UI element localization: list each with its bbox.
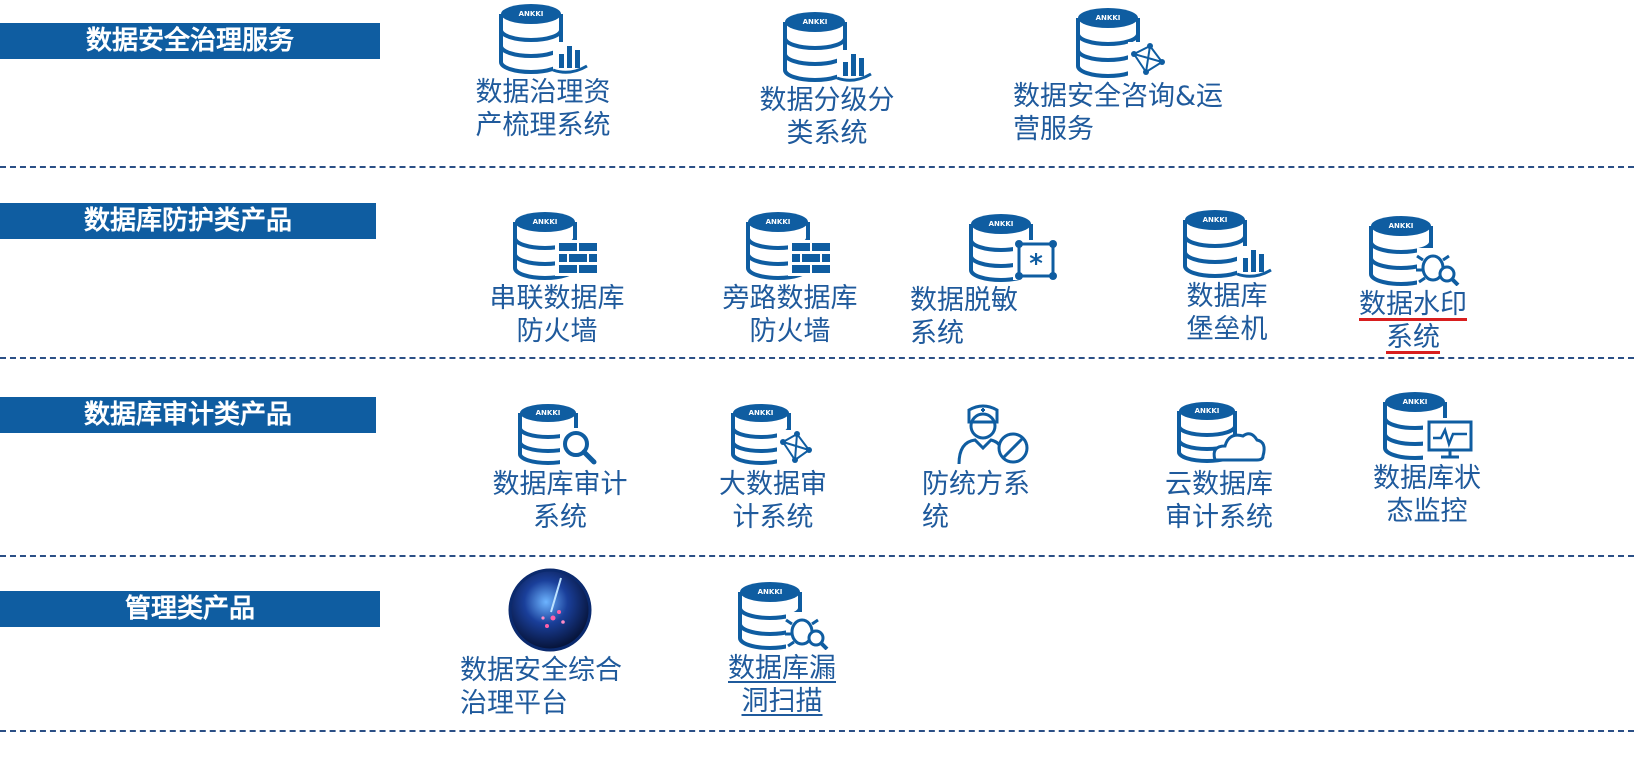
- db-bar-chart-icon: ANKKI: [1183, 210, 1275, 278]
- doctor-pill-icon: [957, 404, 1029, 465]
- category-label-management: 管理类产品: [0, 591, 380, 627]
- product-name: 数据库审计系统: [492, 469, 628, 533]
- db-bug-scan-icon: ANKKI: [1369, 216, 1461, 286]
- category-label-governance: 数据安全治理服务: [0, 23, 380, 59]
- product-name: 防统方系统: [922, 469, 1030, 533]
- divider: [0, 730, 1634, 732]
- product-item[interactable]: ANKKI * 数据脱敏系统: [898, 212, 1128, 350]
- db-mask-icon: ANKKI *: [969, 214, 1059, 282]
- product-name: 旁路数据库防火墙: [722, 283, 858, 347]
- db-search-icon: ANKKI: [518, 404, 600, 466]
- product-item[interactable]: ANKKI 数据分级分类系统: [712, 10, 942, 150]
- db-cloud-icon: ANKKI: [1177, 402, 1266, 463]
- product-item[interactable]: ANKKI 数据库状态监控: [1312, 390, 1542, 528]
- product-name: 数据库堡垒机: [1186, 281, 1268, 345]
- db-monitor-icon: ANKKI: [1383, 392, 1475, 460]
- db-bar-chart-icon: ANKKI: [499, 4, 591, 74]
- divider: [0, 357, 1634, 359]
- db-bar-chart-icon: ANKKI: [783, 12, 875, 82]
- product-item[interactable]: ANKKI 数据水印系统: [1298, 214, 1528, 354]
- product-name: 数据库状态监控: [1373, 463, 1481, 527]
- product-item[interactable]: 数据安全综合治理平台: [450, 568, 650, 720]
- product-item[interactable]: ANKKI 数据安全咨询&运营服务: [985, 6, 1255, 146]
- product-name: 数据安全综合治理平台: [460, 655, 622, 719]
- db-firewall-icon: ANKKI: [513, 212, 601, 280]
- product-item[interactable]: ANKKI 数据库堡垒机: [1112, 208, 1342, 346]
- product-name: 数据水印系统: [1359, 289, 1467, 353]
- brand-text: ANKKI: [803, 18, 828, 26]
- product-item[interactable]: ANKKI 大数据审计系统: [658, 402, 888, 534]
- product-item[interactable]: 防统方系统: [880, 402, 1110, 534]
- product-name: 数据治理资产梳理系统: [475, 77, 611, 141]
- brand-text: ANKKI: [766, 218, 791, 226]
- brand-text: ANKKI: [1195, 407, 1220, 415]
- product-name: 串联数据库防火墙: [489, 283, 625, 347]
- globe-platform-icon: [508, 568, 592, 652]
- brand-text: ANKKI: [536, 409, 561, 417]
- product-name: 数据分级分类系统: [759, 85, 895, 149]
- product-name: 数据脱敏系统: [910, 285, 1018, 349]
- product-name: 云数据库审计系统: [1165, 469, 1273, 533]
- product-item[interactable]: ANKKI 旁路数据库防火墙: [675, 210, 905, 348]
- product-name: 大数据审计系统: [719, 469, 827, 533]
- db-bug-scan-icon: ANKKI: [738, 582, 830, 650]
- product-name: 数据库漏洞扫描: [728, 653, 836, 717]
- brand-text: ANKKI: [1389, 222, 1414, 230]
- product-item[interactable]: ANKKI 数据库审计系统: [445, 402, 675, 534]
- svg-text:*: *: [1029, 249, 1043, 279]
- category-label-protection: 数据库防护类产品: [0, 203, 376, 239]
- divider: [0, 166, 1634, 168]
- brand-text: ANKKI: [758, 588, 783, 596]
- product-name: 数据安全咨询&运营服务: [1013, 81, 1224, 145]
- brand-text: ANKKI: [533, 218, 558, 226]
- brand-text: ANKKI: [1403, 398, 1428, 406]
- product-item[interactable]: ANKKI 串联数据库防火墙: [442, 210, 672, 348]
- brand-text: ANKKI: [519, 10, 544, 18]
- db-network-icon: ANKKI: [731, 404, 817, 466]
- product-item[interactable]: ANKKI 数据库漏洞扫描: [702, 580, 862, 718]
- db-network-icon: ANKKI: [1076, 8, 1168, 78]
- category-label-audit: 数据库审计类产品: [0, 397, 376, 433]
- divider: [0, 555, 1634, 557]
- db-firewall-icon: ANKKI: [746, 212, 834, 280]
- brand-text: ANKKI: [989, 220, 1014, 228]
- brand-text: ANKKI: [1203, 216, 1228, 224]
- brand-text: ANKKI: [1096, 14, 1121, 22]
- product-item[interactable]: ANKKI 云数据库审计系统: [1104, 400, 1334, 534]
- product-item[interactable]: ANKKI 数据治理资产梳理系统: [428, 2, 658, 142]
- brand-text: ANKKI: [749, 409, 774, 417]
